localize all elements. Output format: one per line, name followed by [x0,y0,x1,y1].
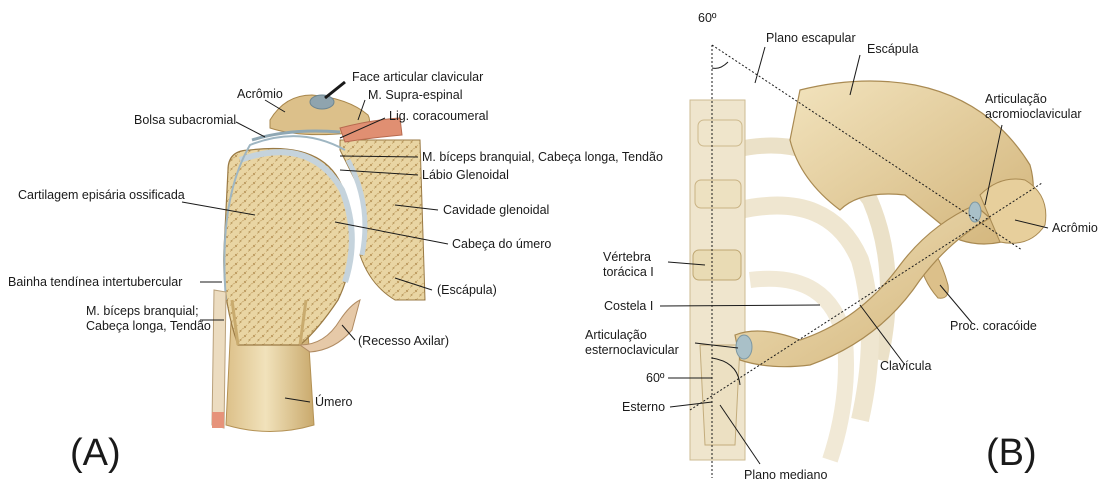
biceps-tendon [212,290,226,428]
label-bainha: Bainha tendínea intertubercular [8,275,182,289]
label-artic-acromio-2: acromioclavicular [985,107,1082,121]
label-cartilagem: Cartilagem episária ossificada [18,188,185,202]
vertebra-upper [695,180,741,208]
label-escapula-b: Escápula [867,42,918,56]
label-supra-espinal: M. Supra-espinal [368,88,463,102]
label-face-articular: Face articular clavicular [352,70,483,84]
label-costela: Costela I [604,299,653,313]
label-escapula-paren: (Escápula) [437,283,497,297]
label-recesso-axilar: (Recesso Axilar) [358,334,449,348]
vertebra-upper-2 [698,120,742,146]
label-plano-escapular: Plano escapular [766,31,856,45]
label-vertebra-2: torácica I [603,265,654,279]
panel-a-tag: (A) [70,432,121,474]
acromioclavicular-joint [969,202,981,222]
label-lig-coracoumeral: Lig. coracoumeral [389,109,488,123]
label-acromio-b: Acrômio [1052,221,1098,235]
label-biceps-tendao: M. bíceps branquial, Cabeça longa, Tendã… [422,150,663,164]
label-angle-bottom: 60º [646,371,665,385]
label-clavicula: Clavícula [880,359,931,373]
rib-3 [750,279,846,460]
biceps-tendon-cut [212,412,224,428]
panel-b-tag: (B) [986,432,1037,474]
label-plano-mediano: Plano mediano [744,468,827,482]
label-labio-glenoidal: Lábio Glenoidal [422,168,509,182]
label-bolsa-subacromial: Bolsa subacromial [134,113,236,127]
label-cavidade-glenoidal: Cavidade glenoidal [443,203,549,217]
label-esterno: Esterno [622,400,665,414]
label-biceps-line2: Cabeça longa, Tendão [86,319,211,333]
clavicular-facet [310,95,334,109]
label-cabeca-umero: Cabeça do úmero [452,237,551,251]
label-acromio-a: Acrômio [237,87,283,101]
label-artic-esterno-2: esternoclavicular [585,343,679,357]
label-proc-coracoide: Proc. coracóide [950,319,1037,333]
label-artic-esterno-1: Articulação [585,328,647,342]
label-artic-acromio-1: Articulação [985,92,1047,106]
label-umero: Úmero [315,394,353,409]
label-vertebra-1: Vértebra [603,250,651,264]
label-biceps-line1: M. bíceps branquial; [86,304,199,318]
panel-a-illustration [212,95,425,432]
label-angle-top: 60º [698,11,717,25]
angle-arc-top [712,62,728,68]
sternoclavicular-joint [736,335,752,359]
